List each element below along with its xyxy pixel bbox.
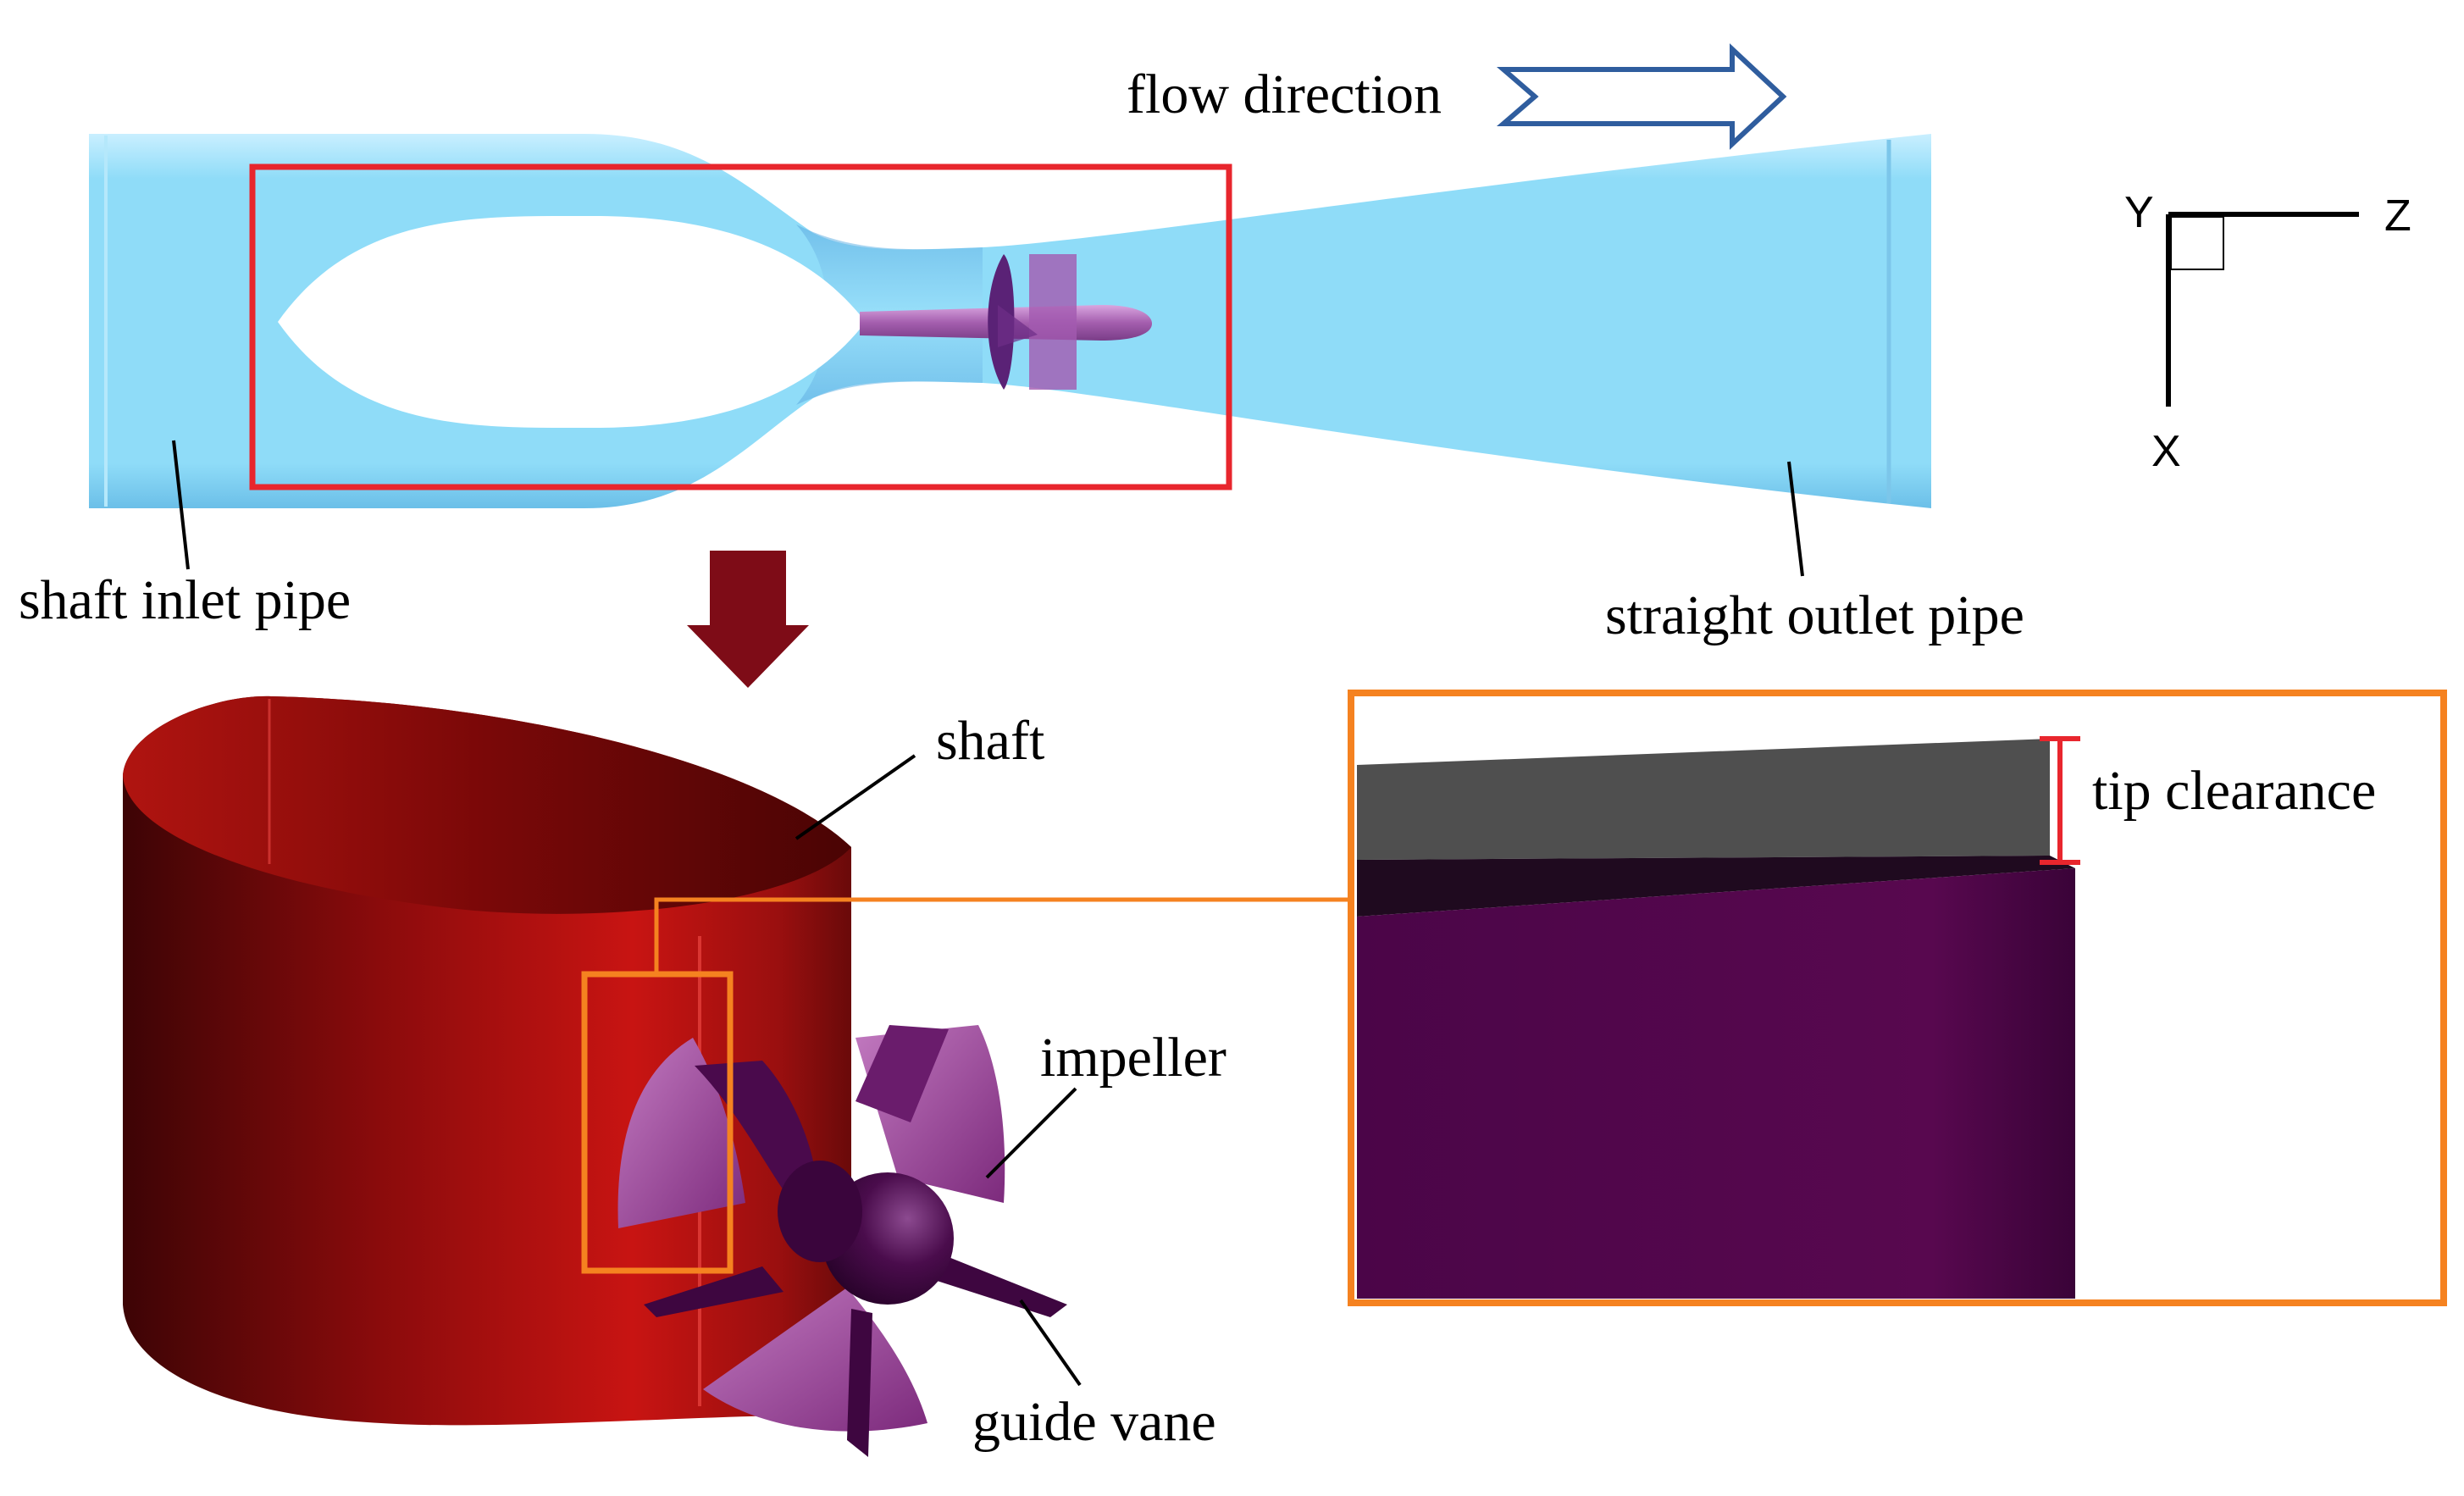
impeller-label: impeller (1040, 1027, 1226, 1089)
shaft-lens-cutout (278, 215, 866, 429)
pump-flow-passage (89, 134, 1931, 508)
inlet-leader-line (172, 440, 190, 570)
axis-x-label: X (2151, 427, 2181, 476)
axis-triad: Y Z X (2124, 188, 2411, 476)
clearance-gap (1357, 856, 2075, 917)
guide-vane-blade-3 (932, 1254, 1067, 1317)
throat-guide-vane-region (1029, 254, 1077, 390)
tip-clearance-label: tip clearance (2092, 760, 2376, 822)
outlet-leader-line (1787, 461, 1804, 577)
casing-strip (1357, 739, 2050, 860)
guide-vane-label: guide vane (972, 1391, 1216, 1453)
shaft-leader-line (795, 754, 916, 840)
guide-vane-leader-line (1019, 1299, 1082, 1387)
tip-clearance-detail: tip clearance (1348, 690, 2447, 1306)
guide-vane-blade-2 (644, 1266, 783, 1317)
blade-tip-surface (1357, 868, 2075, 1299)
impeller-leader-line (985, 1087, 1077, 1179)
impeller-blade-3 (855, 1025, 949, 1122)
shaft-label: shaft (936, 710, 1044, 772)
straight-outlet-pipe-label: straight outlet pipe (1605, 585, 2024, 646)
guide-vane-blade-4 (847, 1309, 872, 1457)
impeller-assembly (617, 1025, 1067, 1457)
shaft-opening (123, 695, 851, 914)
flow-direction-arrow (1496, 43, 1787, 150)
axis-z-label: Z (2384, 191, 2411, 241)
shaft-inlet-pipe-label: shaft inlet pipe (19, 569, 351, 631)
axis-y-label: Y (2124, 188, 2154, 237)
guide-vane-blade-1 (695, 1061, 817, 1203)
zoom-down-arrow (687, 551, 809, 688)
tip-zoom-connector (654, 897, 1351, 974)
highlight-region-box (249, 163, 1232, 490)
shaft-3d-view (123, 695, 851, 1426)
flow-direction-label: flow direction (1127, 64, 1442, 125)
